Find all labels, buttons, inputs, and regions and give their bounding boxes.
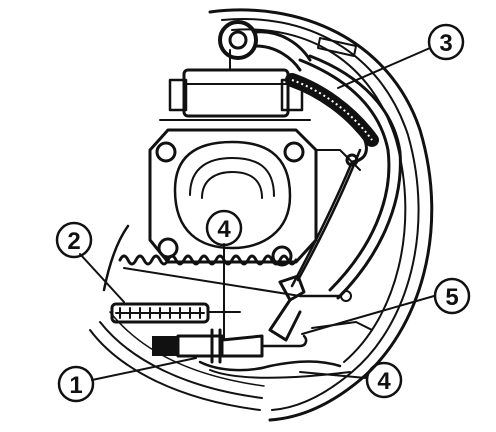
parking-brake-strut: [110, 302, 241, 324]
callout-1: 1: [57, 365, 95, 403]
callout-3: 3: [427, 23, 465, 61]
callout-3-label: 3: [439, 30, 452, 57]
callout-4-lower-label: 4: [377, 368, 391, 395]
callout-4-upper: 4: [205, 209, 243, 247]
callout-2: 2: [55, 221, 93, 259]
wheel-cylinder: [168, 49, 304, 118]
adjuster-cable: [290, 148, 362, 288]
axle-hub: [148, 119, 361, 267]
brake-shoe-right: [298, 54, 402, 300]
star-wheel-adjuster: [152, 328, 308, 364]
callout-2-label: 2: [67, 228, 80, 255]
anchor-pin: [218, 20, 312, 72]
adjuster-lever: [268, 274, 352, 342]
callout-1-label: 1: [69, 372, 82, 399]
lower-return-spring: [118, 254, 301, 297]
callout-5: 5: [433, 277, 471, 315]
leader-lines: [79, 47, 435, 381]
hold-down-hardware: [198, 321, 373, 379]
callout-5-label: 5: [445, 284, 458, 311]
callout-4-lower: 4: [365, 361, 403, 399]
callout-4-upper-label: 4: [217, 216, 231, 243]
